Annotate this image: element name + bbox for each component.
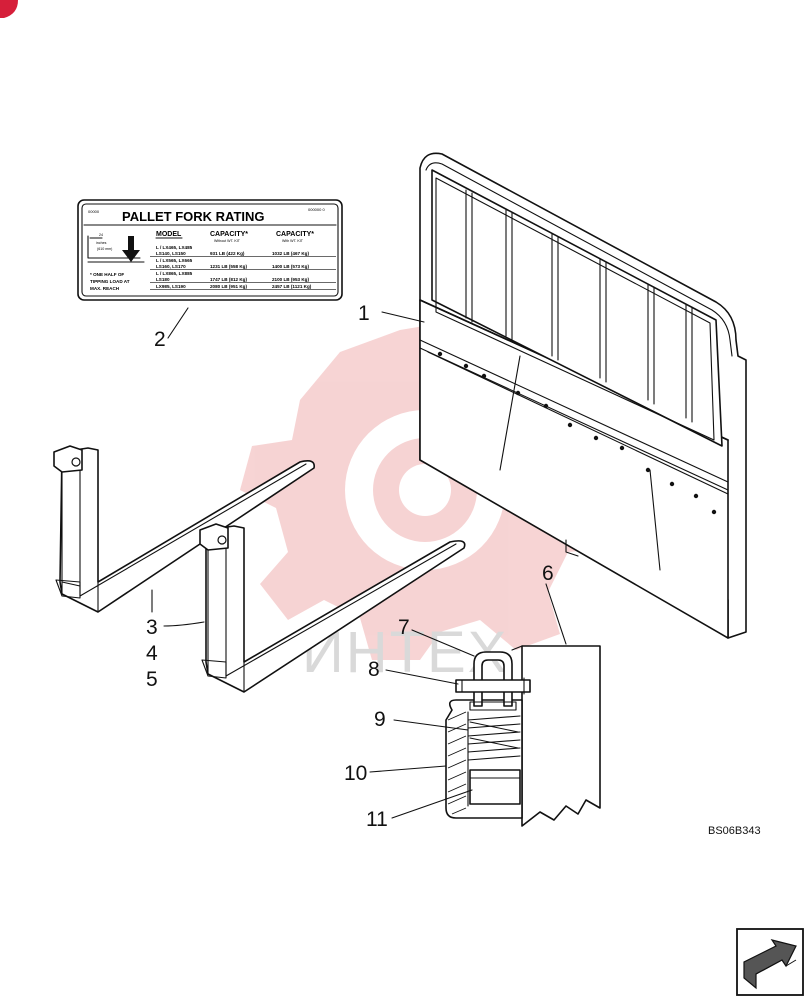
decal-row-cap2: 2100 LB (953 Kg) — [272, 277, 309, 282]
callout-1: 1 — [358, 302, 370, 325]
callout-10: 10 — [344, 762, 367, 785]
decal-row-cap2: 2457 LB (1121 Kg) — [272, 284, 312, 289]
rating-decal: 00000 000000 0 PALLET FORK RATING MODEL … — [77, 199, 343, 301]
decal-row-model: L / LX465, LX485 — [156, 245, 193, 250]
corner-marker-icon — [0, 0, 18, 18]
callout-3: 3 — [146, 616, 158, 639]
callout-7: 7 — [398, 616, 410, 639]
decal-title: PALLET FORK RATING — [122, 209, 265, 224]
decal-load-center-mm: (610 mm) — [97, 247, 112, 251]
load-arrow-icon — [122, 236, 140, 262]
svg-text:* ONE HALF OF: * ONE HALF OF — [90, 272, 124, 277]
decal-code-right: 000000 0 — [308, 207, 325, 212]
decal-col-cap2: CAPACITY* — [276, 231, 314, 238]
decal-row-model: LS180 — [156, 277, 170, 282]
decal-load-center-unit: inches — [96, 241, 107, 245]
callout-4: 4 — [146, 642, 158, 665]
decal-row-model: LX985, LS190 — [156, 284, 186, 289]
decal-row-cap1: 931 LB (422 Kg) — [210, 251, 245, 256]
decal-row-model: L / LX865, LX885 — [156, 271, 193, 276]
decal-footnote: * ONE HALF OF TIPPING LOAD AT MAX. REACH — [90, 272, 130, 291]
pallet-fork-rear — [53, 445, 316, 613]
pallet-fork-front — [199, 523, 466, 693]
decal-col-cap1-sub: Without WT. KIT — [214, 239, 241, 243]
callout-9: 9 — [374, 708, 386, 731]
callout-6: 6 — [542, 562, 554, 585]
callout-5: 5 — [146, 668, 158, 691]
callout-2: 2 — [154, 328, 166, 351]
leader-lines — [151, 307, 567, 819]
decal-row: LX985, LS190 2080 LB (951 Kg) 2457 LB (112… — [150, 284, 336, 290]
decal-col-model: MODEL — [156, 231, 182, 238]
callout-11: 11 — [366, 808, 388, 831]
decal-col-cap2-sub: With WT. KIT — [282, 239, 304, 243]
decal-row-cap2: 1400 LB (573 Kg) — [272, 264, 309, 269]
decal-row-cap1: 2080 LB (951 Kg) — [210, 284, 247, 289]
drawing-reference-code: BS06B343 — [708, 825, 761, 837]
decal-row-cap1: 1747 LB (812 Kg) — [210, 277, 247, 282]
decal-row-cap2: 1032 LB (467 Kg) — [272, 251, 309, 256]
decal-col-cap1: CAPACITY* — [210, 231, 248, 238]
backrest-assembly — [419, 152, 747, 639]
decal-load-center-in: 24 — [99, 233, 103, 237]
callout-labels: 1 2 3 4 5 6 7 8 9 10 11 — [146, 302, 554, 831]
svg-text:TIPPING LOAD AT: TIPPING LOAD AT — [90, 279, 130, 284]
svg-text:MAX. REACH: MAX. REACH — [90, 286, 120, 291]
decal-row-model: L / LX565, LX665 — [156, 258, 193, 263]
decal-row-model: LS140, LS150 — [156, 251, 186, 256]
callout-8: 8 — [368, 658, 380, 681]
decal-row-cap1: 1231 LB (558 Kg) — [210, 264, 247, 269]
decal-code-left: 00000 — [88, 209, 100, 214]
decal-row-model: LS160, LS170 — [156, 264, 186, 269]
next-page-arrow-icon[interactable] — [736, 928, 804, 996]
